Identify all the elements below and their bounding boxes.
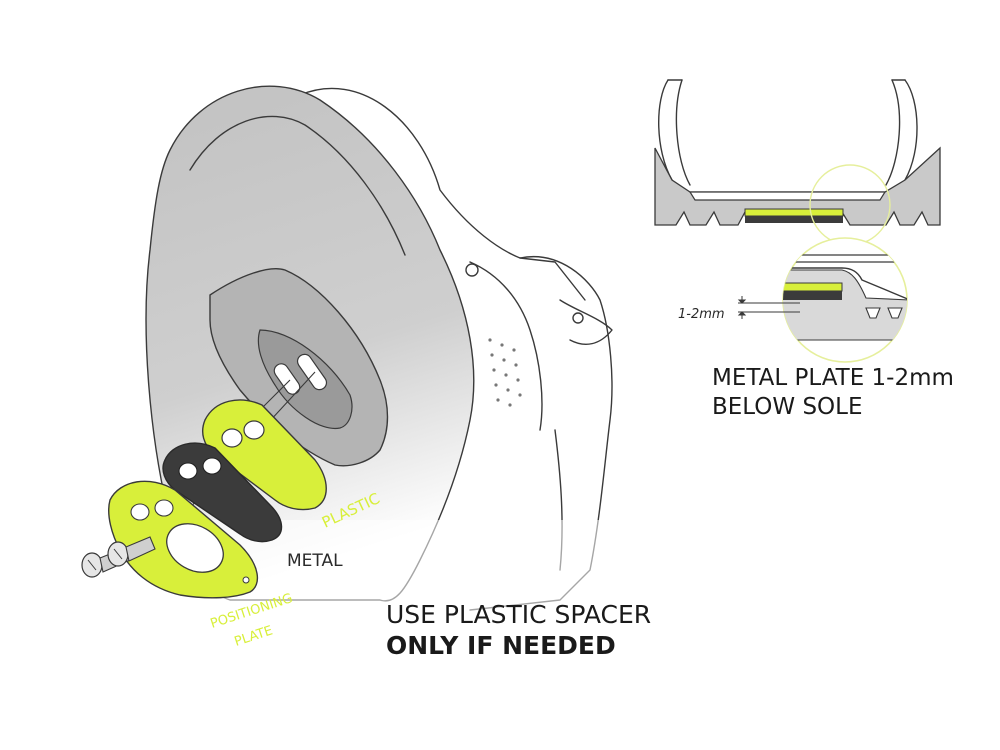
zoom-detail bbox=[782, 164, 908, 363]
cross-section-sole bbox=[654, 146, 941, 226]
mounting-slots bbox=[273, 353, 328, 395]
sole-cross-section bbox=[654, 79, 941, 226]
caption-plate-line1: METAL PLATE 1-2mm bbox=[712, 365, 954, 391]
label-measure: 1-2mm bbox=[678, 307, 725, 322]
caption-plate-line2: BELOW SOLE bbox=[712, 394, 863, 420]
caption-spacer-line1: USE PLASTIC SPACER bbox=[386, 600, 651, 629]
measurement-marker bbox=[737, 296, 800, 319]
metal-plate bbox=[162, 442, 283, 543]
positioning-plate bbox=[108, 480, 259, 599]
shoe-upper bbox=[299, 87, 613, 611]
screw-2 bbox=[107, 536, 156, 567]
caption-spacer-line2: ONLY IF NEEDED bbox=[386, 631, 616, 660]
shoe-perforations bbox=[488, 338, 522, 407]
mounting-screws bbox=[81, 536, 156, 578]
label-metal: METAL bbox=[287, 551, 343, 571]
cross-section-metal bbox=[745, 216, 843, 223]
cross-section-spacer bbox=[744, 208, 844, 217]
